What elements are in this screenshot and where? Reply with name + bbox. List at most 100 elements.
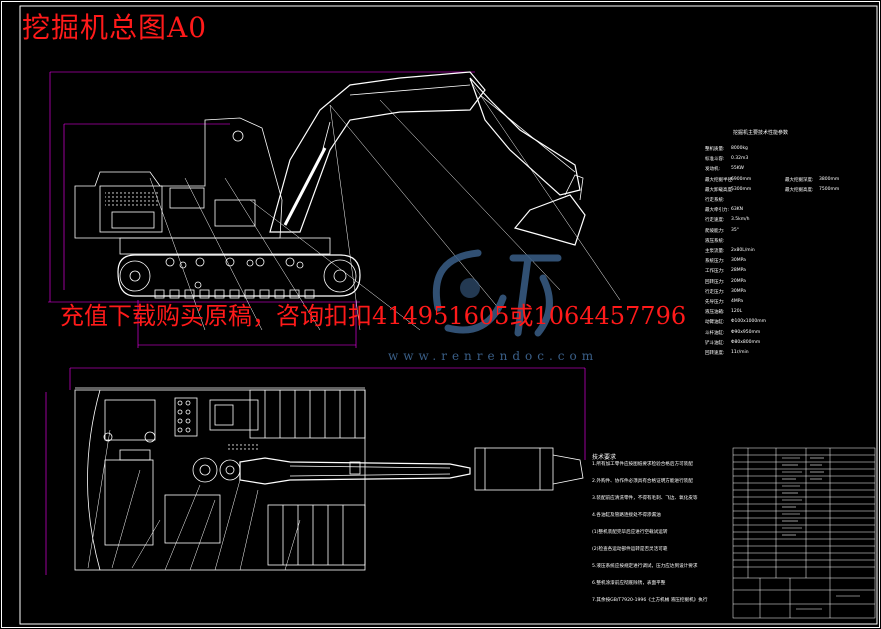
spec-label: 先导压力: (705, 300, 725, 305)
requirement-line: (2)检查各运动部件运转是否灵活可靠 (592, 547, 668, 552)
seat (214, 404, 234, 426)
balloon-circles (179, 259, 304, 289)
requirement-line: 1.所有加工零件应按图纸要求检验合格后方可装配 (592, 462, 693, 467)
spec-v1: 63KN (731, 207, 744, 213)
spec-label: 液压系统: (705, 238, 725, 244)
requirements-title: 技术要求 (592, 454, 617, 461)
spec-row: 行走速度: 3.5km/h (705, 217, 750, 224)
inner-frame (19, 5, 878, 625)
bom-rows (733, 454, 875, 579)
spec-row: 标准斗容: 0.32m3 (705, 156, 748, 163)
requirement-line: 5.液压系统应按规定进行调试，压力应达到设计要求 (592, 564, 698, 569)
spec-v1: 2x80L/min (731, 248, 755, 253)
requirement-line: 6.整机涂漆前应彻底除锈，表面平整 (592, 581, 666, 586)
spec-row: 斗杆油缸: Φ90x950mm (705, 330, 760, 336)
spec-label: 主泵流量: (705, 249, 725, 254)
plan-leaders (87, 429, 301, 571)
spec-label: 爬坡能力: (705, 228, 725, 234)
spec-label: 行走速度: (705, 218, 725, 224)
spec-row: 回转速度:11r/min (705, 350, 749, 356)
spec-v1: 8000kg (731, 146, 748, 151)
spec-label: 行走压力: (705, 289, 725, 295)
requirement-line: 2.外购件、协作件必须具有合格证明方能进行装配 (592, 479, 693, 484)
drawing-title: 挖掘机总图A0 (22, 11, 208, 44)
title-block (733, 578, 875, 618)
plan-track-bottom (267, 504, 366, 566)
spec-label: 液压油箱: (705, 310, 725, 316)
plan-body-outline (74, 389, 366, 571)
track-outline (117, 254, 361, 297)
plan-boom (239, 457, 471, 485)
engine-block (104, 399, 156, 441)
spec-v1: 28MPa (731, 268, 746, 274)
plan-view (45, 367, 586, 575)
spec-label: 工作压力: (705, 269, 725, 275)
watermark-logo-icon (432, 249, 562, 337)
boom (269, 71, 486, 233)
plan-bucket (474, 447, 554, 491)
control-box (214, 199, 256, 227)
battery-box (104, 459, 154, 546)
spec-v3: 3800mm (819, 176, 840, 182)
spec-row: 最大挖掘半径:6900mm 最大挖掘深度: 3800mm (705, 177, 839, 183)
spec-row: 回转压力: 20MPa (705, 279, 746, 285)
spec-label: 最大挖掘半径: (705, 177, 734, 183)
requirement-line: 3.装配前应清洗零件，不得有毛刺、飞边、氧化皮等 (592, 496, 698, 501)
spec-row: 行走系统: (705, 197, 725, 203)
spec-label: 发动机: (705, 167, 721, 173)
spec-label: 回转速度: (705, 351, 725, 356)
bom-text-marks (782, 457, 860, 610)
cab-plan (209, 399, 259, 431)
spec-label: 标准斗容: (705, 157, 725, 163)
spec-v1: 0.32m3 (731, 156, 749, 162)
spec-v1: Φ80x800mm (731, 339, 761, 345)
valve-bolts (177, 400, 191, 433)
spec-v1: 20MPa (731, 278, 746, 284)
spec-label: 动臂油缸: (705, 320, 725, 326)
spec-label: 系统压力: (705, 259, 725, 265)
spec-row: 整机质量: 8000kg (705, 146, 748, 152)
side-dimensions (48, 71, 475, 348)
spec-label: 斗杆油缸: (705, 330, 725, 336)
spec-v2: 最大挖掘深度: (785, 177, 814, 183)
promo-text: 充值下载购买原稿，咨询扣扣414951605或1064457796 (60, 302, 687, 330)
spec-row: 液压系统: (705, 238, 725, 244)
spec-v1: 30MPa (731, 258, 746, 264)
spec-row: 先导压力: 4MPa (705, 299, 743, 305)
requirement-line: (1)整机装配完毕后应进行空载试运转 (592, 530, 668, 535)
watermark-text: www.renrendoc.com (388, 349, 599, 363)
cab-light (232, 130, 244, 142)
track-shoes (154, 289, 315, 299)
spec-label: 回转压力: (705, 279, 725, 285)
spec-row: 工作压力: 28MPa (705, 268, 746, 275)
plan-track-top (249, 389, 366, 439)
spec-v1: 3.5km/h (731, 217, 750, 223)
cab-window (169, 187, 205, 209)
spec-v1: 35° (731, 227, 739, 233)
spec-label: 整机质量: (705, 147, 725, 152)
bom-table (732, 447, 876, 619)
spec-label: 铲斗油缸: (705, 340, 725, 346)
spec-row: 动臂油缸: Φ100x1000mm (705, 319, 766, 326)
spec-row: 行走压力:30MPa (705, 289, 746, 295)
spec-v1: 4MPa (731, 299, 744, 304)
boom-cylinder (283, 147, 327, 226)
spec-row: 系统压力: 30MPa (705, 258, 746, 265)
plan-rear-arc (87, 389, 101, 571)
spec-label: 行走系统: (705, 198, 725, 203)
spec-label: 最大牵引力: (705, 208, 730, 214)
spec-row: 铲斗油缸: Φ80x800mm (705, 340, 760, 346)
spec-row: 爬坡能力: 35° (705, 228, 739, 234)
spec-v1: Φ90x950mm (731, 329, 761, 335)
spec-v2: 最大挖掘高度: (785, 187, 814, 193)
swing-gear (192, 457, 218, 483)
spec-v1: 6900mm (731, 176, 752, 182)
upper-body (74, 117, 283, 239)
arm (469, 77, 581, 196)
spec-v1: 55KW (731, 166, 744, 172)
spec-v1: Φ100x1000mm (731, 319, 767, 325)
